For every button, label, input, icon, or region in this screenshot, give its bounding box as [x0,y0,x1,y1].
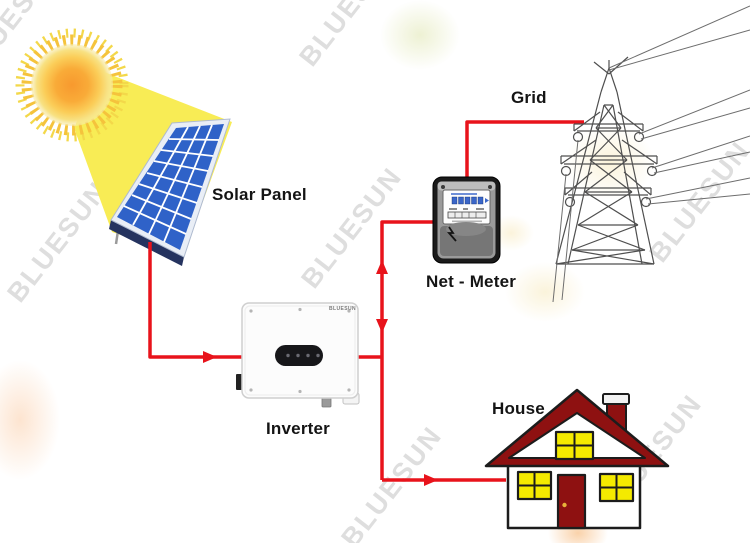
grid-label: Grid [511,88,547,107]
power-lines [552,5,750,303]
inverter-logo: BLUESUN [329,306,356,312]
arrow-up-icon [376,260,388,274]
net-meter-label: Net - Meter [426,272,517,291]
wire-junction-to-meter [380,220,433,480]
house-door [556,473,587,530]
panel-grid [123,124,220,243]
transmission-tower-icon [552,5,750,303]
solar-panel-label: Solar Panel [212,185,307,204]
net-meter-icon [432,176,501,264]
house-label: House [492,399,545,418]
inverter-screws [249,307,351,394]
solar-panel-icon [109,118,231,266]
sun-icon [15,28,129,142]
arrow-down-icon [376,319,388,333]
wire-meter-to-grid [465,120,584,177]
arrow-right-icon [424,474,438,486]
wires [148,120,584,482]
wire-arrows [203,260,438,486]
wire-panel-to-inverter [148,242,242,359]
lightning-bolt-icon [447,226,457,242]
inverter-label: Inverter [266,419,330,438]
arrow-right-icon [203,351,217,363]
door-knob [562,502,567,508]
meter-counter [451,196,484,205]
house-icon [484,388,670,530]
inverter-icon [236,302,360,408]
house-windows [516,430,635,503]
